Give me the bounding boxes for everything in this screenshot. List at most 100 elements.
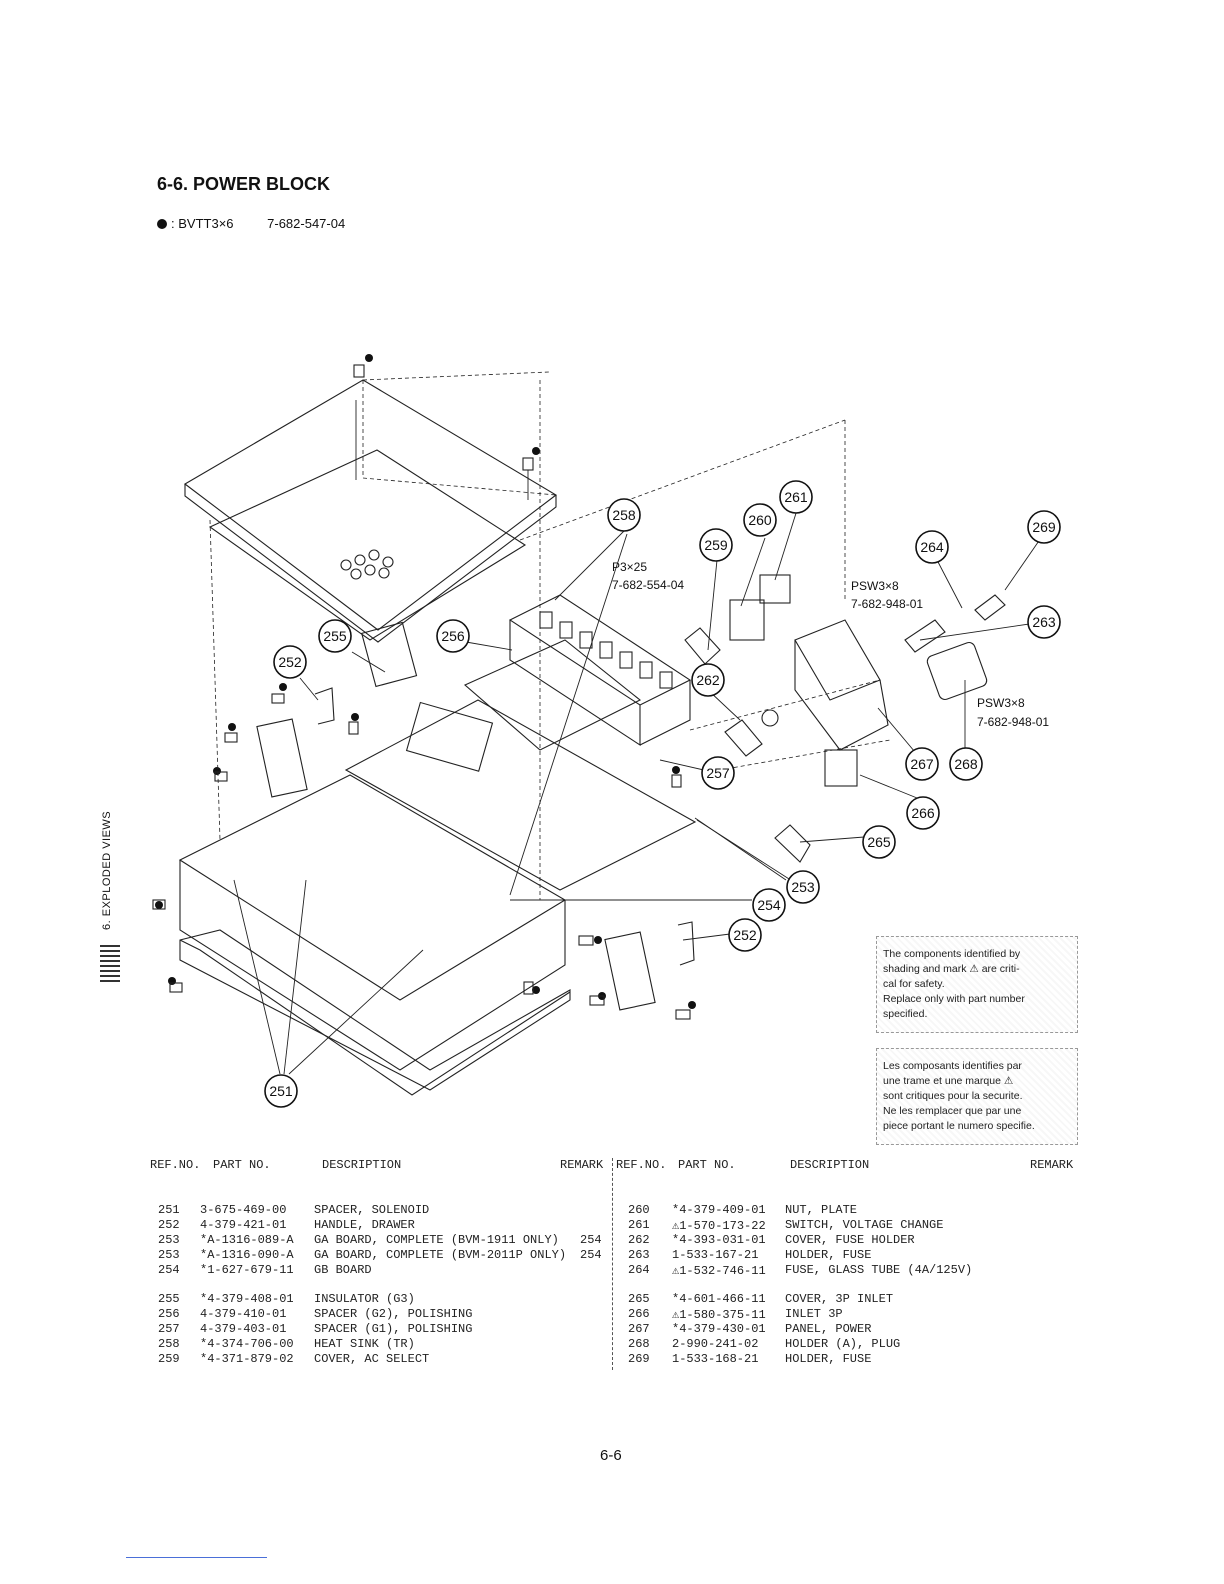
footer-rule: [126, 1557, 267, 1558]
parts-row-ref: 264: [628, 1263, 650, 1277]
callout-268-label: 268: [954, 756, 978, 772]
parts-row-part: ⚠1-532-746-11: [672, 1264, 766, 1278]
callout-262-label: 262: [696, 672, 720, 688]
callout-268: 268: [949, 747, 983, 781]
top-cover: [184, 379, 557, 643]
parts-row-part: 4-379-421-01: [200, 1218, 287, 1232]
callout-263-label: 263: [1032, 614, 1056, 630]
parts-row-ref: 257: [158, 1322, 180, 1336]
notice-fr-line: sont critiques pour la securite.: [883, 1090, 1023, 1102]
parts-row-remark: 254: [580, 1233, 602, 1247]
callout-264: 264: [915, 530, 949, 564]
parts-row-ref: 267: [628, 1322, 650, 1336]
parts-row-ref: 268: [628, 1337, 650, 1351]
page-title: 6-6. POWER BLOCK: [157, 174, 331, 194]
parts-row-desc: SWITCH, VOLTAGE CHANGE: [785, 1218, 944, 1232]
notice-fr-line: piece portant le numero specifie.: [883, 1120, 1035, 1132]
parts-row-ref: 259: [158, 1352, 180, 1366]
parts-row-ref: 253: [158, 1248, 180, 1262]
parts-row-part: 2-990-241-02: [672, 1337, 759, 1351]
parts-row-desc: SPACER (G2), POLISHING: [314, 1307, 473, 1321]
notice-en-line: Replace only with part number: [883, 993, 1025, 1005]
page-number: 6-6: [600, 1447, 622, 1464]
parts-row-ref: 252: [158, 1218, 180, 1232]
parts-row-part: 1-533-167-21: [672, 1248, 759, 1262]
notice-en-line: specified.: [883, 1008, 928, 1020]
callout-256: 256: [436, 619, 470, 653]
parts-row-ref: 251: [158, 1203, 180, 1217]
callout-254-label: 254: [757, 897, 781, 913]
parts-row-part: *4-393-031-01: [672, 1233, 766, 1247]
callout-252-label: 252: [278, 654, 302, 670]
callout-259-label: 259: [704, 537, 728, 553]
callout-252b-label: 252: [733, 927, 757, 943]
parts-row-part: *4-371-879-02: [200, 1352, 294, 1366]
parts-row-ref: 256: [158, 1307, 180, 1321]
callout-251: 251: [264, 1074, 298, 1108]
parts-row-part: *4-374-706-00: [200, 1337, 294, 1351]
notice-fr-line: une trame et une marque ⚠: [883, 1075, 1014, 1087]
parts-row-part: 4-379-410-01: [200, 1307, 287, 1321]
annot-psw-right: PSW3×8: [977, 696, 1025, 710]
callout-263: 263: [1027, 605, 1061, 639]
heat-sink: [508, 594, 692, 747]
parts-row-remark: 254: [580, 1248, 602, 1262]
callout-266: 266: [906, 796, 940, 830]
parts-row-part: ⚠1-570-173-22: [672, 1219, 766, 1233]
parts-row-desc: SPACER, SOLENOID: [314, 1203, 430, 1217]
parts-row-desc: GA BOARD, COMPLETE (BVM-2011P ONLY): [314, 1248, 567, 1262]
header-part-right: PART NO.: [678, 1158, 736, 1172]
header-remark-left: REMARK: [560, 1158, 604, 1172]
callout-252: 252: [273, 645, 307, 679]
parts-row-ref: 266: [628, 1307, 650, 1321]
parts-row-ref: 260: [628, 1203, 650, 1217]
parts-row-desc: HANDLE, DRAWER: [314, 1218, 415, 1232]
callout-269-label: 269: [1032, 519, 1056, 535]
screw-marker-icon: [157, 219, 167, 229]
chassis: [178, 380, 697, 1096]
notice-en-line: cal for safety.: [883, 978, 945, 990]
callout-260-label: 260: [748, 512, 772, 528]
notice-en-line: The components identified by: [883, 948, 1021, 960]
parts-row-part: *4-379-408-01: [200, 1292, 294, 1306]
parts-row-ref: 262: [628, 1233, 650, 1247]
screw-group: [152, 354, 696, 1020]
callout-251-label: 251: [269, 1083, 293, 1099]
table-divider: [612, 1158, 613, 1370]
annot-psw-top-part: 7-682-948-01: [851, 597, 923, 611]
callout-258: 258: [607, 498, 641, 532]
parts-row-part: 3-675-469-00: [200, 1203, 287, 1217]
callout-256-label: 256: [441, 628, 465, 644]
callout-259: 259: [699, 528, 733, 562]
annot-psw-top: PSW3×8: [851, 579, 899, 593]
parts-row-desc: COVER, FUSE HOLDER: [785, 1233, 915, 1247]
parts-row-ref: 263: [628, 1248, 650, 1262]
parts-row-ref: 258: [158, 1337, 180, 1351]
parts-row-part: *4-379-430-01: [672, 1322, 766, 1336]
callout-260: 260: [743, 503, 777, 537]
callout-255-label: 255: [323, 628, 347, 644]
callout-261: 261: [779, 480, 813, 514]
header-desc-left: DESCRIPTION: [322, 1158, 402, 1172]
annot-p3x25-part: 7-682-554-04: [612, 578, 684, 592]
header-remark-right: REMARK: [1030, 1158, 1074, 1172]
handles: [256, 621, 695, 1011]
header-part-left: PART NO.: [213, 1158, 271, 1172]
parts-row-desc: INSULATOR (G3): [314, 1292, 415, 1306]
header-ref-left: REF.NO.: [150, 1158, 201, 1172]
annot-psw-right-part: 7-682-948-01: [977, 715, 1049, 729]
parts-row-part: ⚠1-580-375-11: [672, 1308, 766, 1322]
callout-257-label: 257: [706, 765, 730, 781]
parts-row-part: *4-379-409-01: [672, 1203, 766, 1217]
callout-253: 253: [786, 870, 820, 904]
parts-row-part: *A-1316-089-A: [200, 1233, 294, 1247]
parts-row-desc: PANEL, POWER: [785, 1322, 872, 1336]
screw-name: BVTT3×6: [178, 216, 234, 231]
header-desc-right: DESCRIPTION: [790, 1158, 870, 1172]
callout-262: 262: [691, 663, 725, 697]
notice-en-line: shading and mark ⚠ are criti-: [883, 963, 1020, 975]
safety-notice-french: Les composants identifies par une trame …: [876, 1048, 1078, 1145]
parts-row-desc: FUSE, GLASS TUBE (4A/125V): [785, 1263, 973, 1277]
callout-265-label: 265: [867, 834, 891, 850]
